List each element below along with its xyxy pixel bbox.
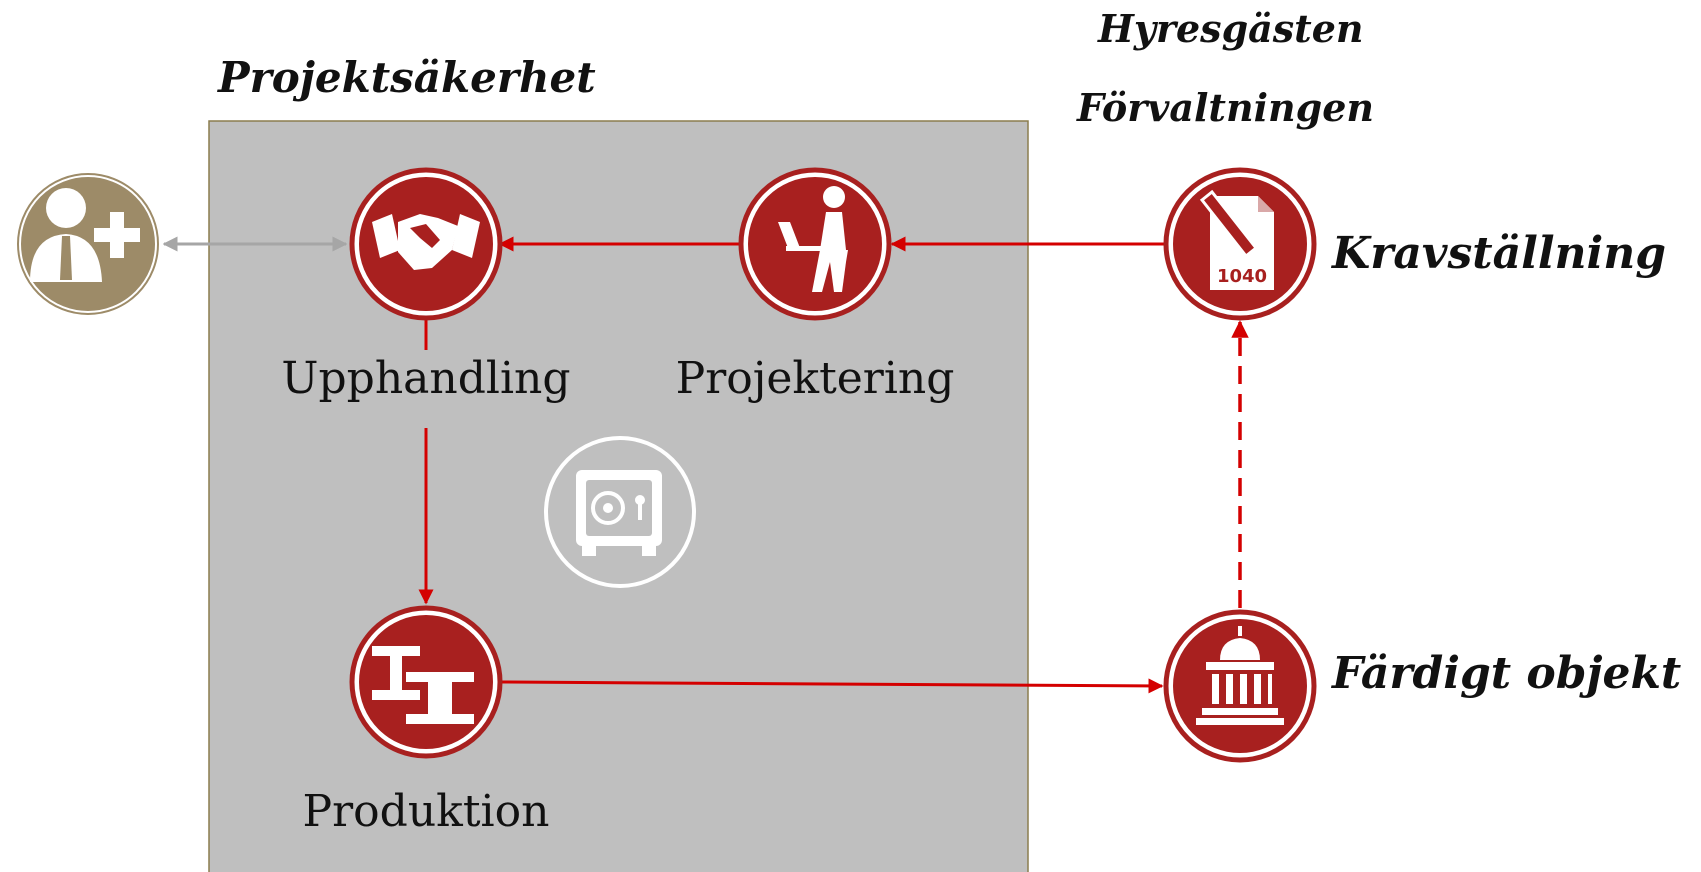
node-projektering: [738, 167, 892, 321]
upphandling-label: Upphandling: [281, 353, 570, 404]
handshake-icon: [372, 214, 480, 270]
node-upphandling: [349, 167, 503, 321]
safe-icon: [576, 470, 662, 556]
safe-node: [544, 436, 696, 588]
box-title: Projektsäkerhet: [217, 53, 596, 102]
add-user-icon: [30, 188, 140, 282]
person-laptop-icon: [778, 186, 848, 292]
node-produktion: [349, 605, 503, 759]
external-person-node: [13, 169, 163, 319]
stakeholder-tenant: Hyresgästen: [1097, 6, 1364, 51]
node-fardigt-objekt: [1163, 609, 1317, 763]
produktion-label: Produktion: [303, 786, 550, 837]
kravstallning-label: Kravställning: [1330, 228, 1666, 279]
stakeholder-management: Förvaltningen: [1076, 85, 1374, 130]
fardigt-objekt-label: Färdigt objekt: [1330, 648, 1681, 699]
projektering-label: Projektering: [676, 353, 955, 404]
node-kravstallning: 1040: [1163, 167, 1317, 321]
arrow-produktion-fardigt: [499, 678, 1164, 694]
form-number: 1040: [1217, 266, 1267, 287]
building-columns-icon: [1196, 626, 1284, 725]
tax-form-1040-icon: 1040: [1199, 189, 1274, 290]
steel-beams-icon: [372, 646, 474, 724]
